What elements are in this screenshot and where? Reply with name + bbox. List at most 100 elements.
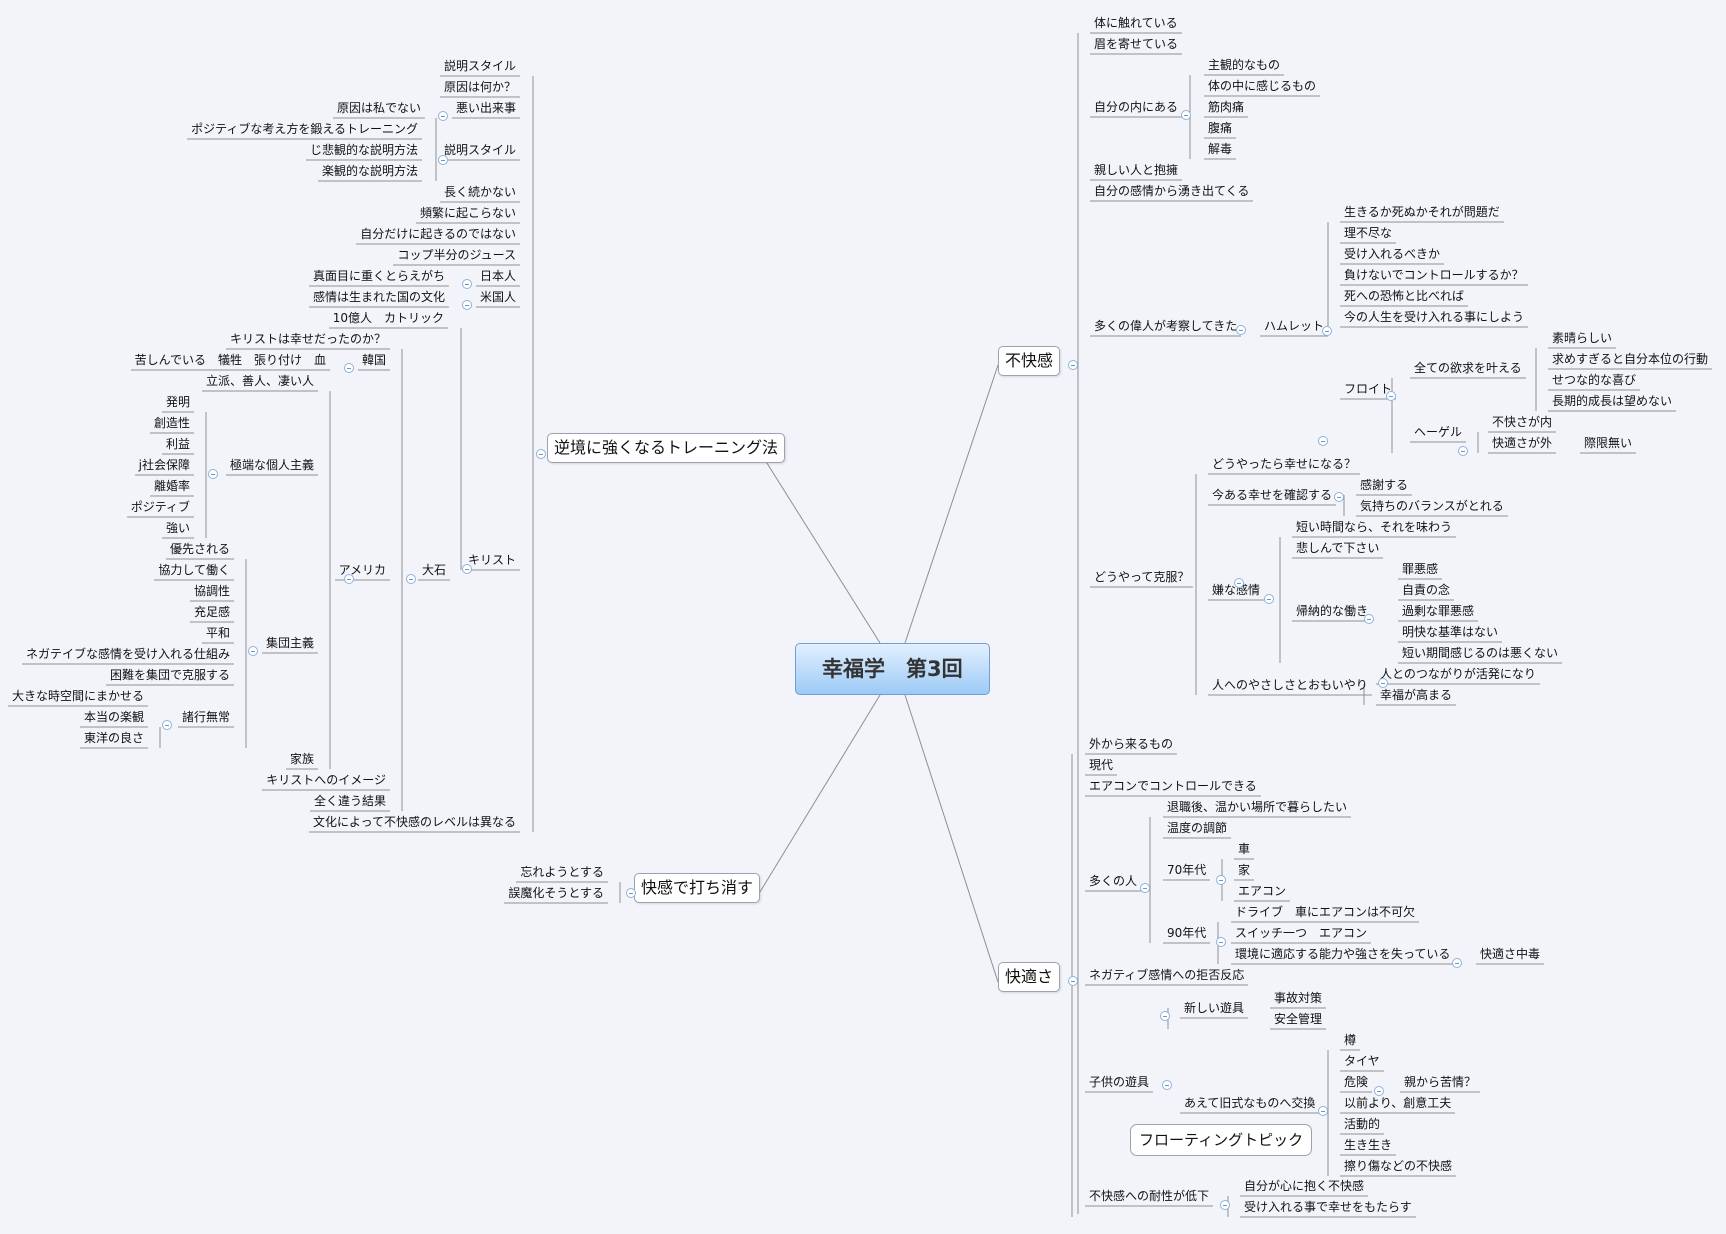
subtopic[interactable]: 温度の調節 bbox=[1167, 821, 1228, 835]
subtopic[interactable]: 充足感 bbox=[193, 605, 230, 619]
collapse-toggle-icon[interactable] bbox=[1374, 1086, 1384, 1096]
subtopic[interactable]: 受け入れる事で幸せをもたらす bbox=[1244, 1200, 1412, 1214]
subtopic[interactable]: 腹痛 bbox=[1208, 121, 1233, 135]
subtopic[interactable]: ヘーゲル bbox=[1414, 425, 1463, 439]
subtopic[interactable]: 家族 bbox=[289, 752, 314, 766]
subtopic[interactable]: 擦り傷などの不快感 bbox=[1344, 1159, 1453, 1173]
collapse-toggle-icon[interactable] bbox=[462, 564, 472, 574]
subtopic[interactable]: 事故対策 bbox=[1274, 991, 1323, 1005]
subtopic[interactable]: ドライブ 車にエアコンは不可欠 bbox=[1235, 905, 1416, 919]
subtopic[interactable]: 協力して働く bbox=[158, 563, 230, 577]
subtopic[interactable]: 真面目に重くとらえがち bbox=[312, 269, 445, 283]
subtopic[interactable]: 解毒 bbox=[1208, 142, 1233, 156]
subtopic[interactable]: 快適さ中毒 bbox=[1480, 947, 1541, 961]
subtopic[interactable]: エアコン bbox=[1238, 884, 1287, 898]
subtopic[interactable]: 嫌な感情 bbox=[1212, 583, 1261, 597]
subtopic[interactable]: 短い時間なら、それを味わう bbox=[1296, 520, 1453, 534]
subtopic[interactable]: 大石 bbox=[421, 563, 446, 577]
subtopic[interactable]: 全ての欲求を叶える bbox=[1414, 361, 1522, 375]
subtopic[interactable]: タイヤ bbox=[1344, 1054, 1380, 1068]
collapse-toggle-icon[interactable] bbox=[1318, 436, 1328, 446]
subtopic[interactable]: 長期的成長は望めない bbox=[1552, 394, 1673, 408]
subtopic[interactable]: 文化によって不快感のレベルは異なる bbox=[312, 815, 516, 829]
collapse-toggle-icon[interactable] bbox=[1234, 578, 1244, 588]
subtopic[interactable]: 子供の遊具 bbox=[1089, 1075, 1150, 1089]
subtopic[interactable]: 不快感への耐性が低下 bbox=[1089, 1189, 1210, 1203]
subtopic[interactable]: 負けないでコントロールするか？ bbox=[1344, 268, 1524, 282]
subtopic[interactable]: 忘れようとする bbox=[520, 865, 604, 879]
subtopic[interactable]: 車 bbox=[1238, 842, 1251, 856]
subtopic[interactable]: 説明スタイル bbox=[443, 59, 516, 73]
subtopic[interactable]: 自分が心に抱く不快感 bbox=[1244, 1179, 1365, 1193]
subtopic[interactable]: 長く続かない bbox=[443, 185, 516, 199]
subtopic[interactable]: 人へのやさしさとおもいやり bbox=[1212, 678, 1368, 692]
collapse-toggle-icon[interactable] bbox=[1264, 594, 1274, 604]
subtopic[interactable]: 自分だけに起きるのではない bbox=[360, 227, 516, 241]
subtopic[interactable]: 生き生き bbox=[1344, 1138, 1393, 1152]
collapse-toggle-icon[interactable] bbox=[438, 155, 448, 165]
subtopic[interactable]: 今の人生を受け入れる事にしよう bbox=[1344, 310, 1525, 324]
collapse-toggle-icon[interactable] bbox=[1068, 360, 1078, 370]
subtopic[interactable]: 理不尽な bbox=[1344, 226, 1393, 240]
subtopic[interactable]: 多くの人 bbox=[1089, 874, 1138, 888]
subtopic[interactable]: 幸福が高まる bbox=[1380, 688, 1453, 702]
subtopic[interactable]: 東洋の良さ bbox=[83, 731, 144, 745]
subtopic[interactable]: 今ある幸せを確認する bbox=[1212, 488, 1333, 502]
subtopic[interactable]: 退職後、温かい場所で暮らしたい bbox=[1167, 800, 1348, 814]
topic-training[interactable]: 逆境に強くなるトレーニング法 bbox=[547, 433, 786, 463]
subtopic[interactable]: ネガティブ感情への拒否反応 bbox=[1089, 968, 1245, 982]
subtopic[interactable]: エアコンでコントロールできる bbox=[1089, 779, 1257, 793]
subtopic[interactable]: コップ半分のジュース bbox=[397, 248, 516, 262]
subtopic[interactable]: 不快さが内 bbox=[1492, 415, 1553, 429]
subtopic[interactable]: 原因は何か？ bbox=[443, 80, 516, 94]
subtopic[interactable]: 極端な個人主義 bbox=[229, 458, 314, 472]
collapse-toggle-icon[interactable] bbox=[1216, 937, 1226, 947]
subtopic[interactable]: 韓国 bbox=[361, 353, 386, 367]
collapse-toggle-icon[interactable] bbox=[344, 363, 354, 373]
subtopic[interactable]: 体に触れている bbox=[1094, 16, 1178, 30]
subtopic[interactable]: どうやったら幸せになる？ bbox=[1212, 457, 1357, 471]
subtopic[interactable]: 外から来るもの bbox=[1089, 737, 1174, 751]
subtopic[interactable]: 人とのつながりが活発になり bbox=[1380, 667, 1536, 681]
collapse-toggle-icon[interactable] bbox=[1378, 678, 1388, 688]
subtopic[interactable]: じ悲観的な説明方法 bbox=[309, 143, 418, 157]
subtopic[interactable]: 楽観的な説明方法 bbox=[321, 164, 418, 178]
collapse-toggle-icon[interactable] bbox=[1364, 614, 1374, 624]
subtopic[interactable]: キリストへのイメージ bbox=[266, 773, 386, 787]
subtopic[interactable]: 現代 bbox=[1089, 758, 1114, 772]
collapse-toggle-icon[interactable] bbox=[208, 469, 218, 479]
subtopic[interactable]: 明快な基準はない bbox=[1402, 625, 1499, 639]
subtopic[interactable]: 利益 bbox=[165, 437, 190, 451]
subtopic[interactable]: 説明スタイル bbox=[443, 143, 516, 157]
collapse-toggle-icon[interactable] bbox=[438, 111, 448, 121]
collapse-toggle-icon[interactable] bbox=[1334, 492, 1344, 502]
subtopic[interactable]: 発明 bbox=[165, 395, 190, 409]
subtopic[interactable]: 以前より、創意工夫 bbox=[1344, 1096, 1452, 1110]
subtopic[interactable]: ポジティブ bbox=[130, 500, 190, 514]
subtopic[interactable]: ポジティブな考え方を鍛えるトレーニング bbox=[191, 122, 418, 136]
collapse-toggle-icon[interactable] bbox=[1160, 1011, 1170, 1021]
subtopic[interactable]: 家 bbox=[1238, 863, 1251, 877]
subtopic[interactable]: 求めすぎると自分本位の行動 bbox=[1552, 352, 1709, 366]
subtopic[interactable]: どうやって克服？ bbox=[1094, 570, 1190, 584]
subtopic[interactable]: 本当の楽観 bbox=[83, 710, 144, 724]
subtopic[interactable]: 集団主義 bbox=[265, 636, 314, 650]
subtopic[interactable]: 諸行無常 bbox=[181, 710, 230, 724]
collapse-toggle-icon[interactable] bbox=[1458, 446, 1468, 456]
subtopic[interactable]: 活動的 bbox=[1344, 1117, 1381, 1131]
subtopic[interactable]: 平和 bbox=[205, 626, 230, 640]
subtopic[interactable]: 安全管理 bbox=[1274, 1012, 1323, 1026]
subtopic[interactable]: 親しい人と抱擁 bbox=[1094, 163, 1179, 177]
subtopic[interactable]: 頻繁に起こらない bbox=[419, 206, 516, 220]
subtopic[interactable]: 新しい遊具 bbox=[1184, 1001, 1245, 1015]
subtopic[interactable]: 快適さが外 bbox=[1492, 436, 1553, 450]
subtopic[interactable]: 感情は生まれた国の文化 bbox=[312, 290, 445, 304]
topic-kaikan[interactable]: 快感で打ち消す bbox=[634, 873, 761, 903]
subtopic[interactable]: j社会保障 bbox=[138, 458, 190, 472]
subtopic[interactable]: 際限無い bbox=[1584, 436, 1633, 450]
subtopic[interactable]: 誤魔化そうとする bbox=[508, 886, 604, 900]
collapse-toggle-icon[interactable] bbox=[626, 888, 636, 898]
subtopic[interactable]: 環境に適応する能力や強さを失っている bbox=[1235, 947, 1451, 961]
subtopic[interactable]: 優先される bbox=[169, 542, 230, 556]
subtopic[interactable]: スイッチ一つ エアコン bbox=[1235, 926, 1368, 940]
